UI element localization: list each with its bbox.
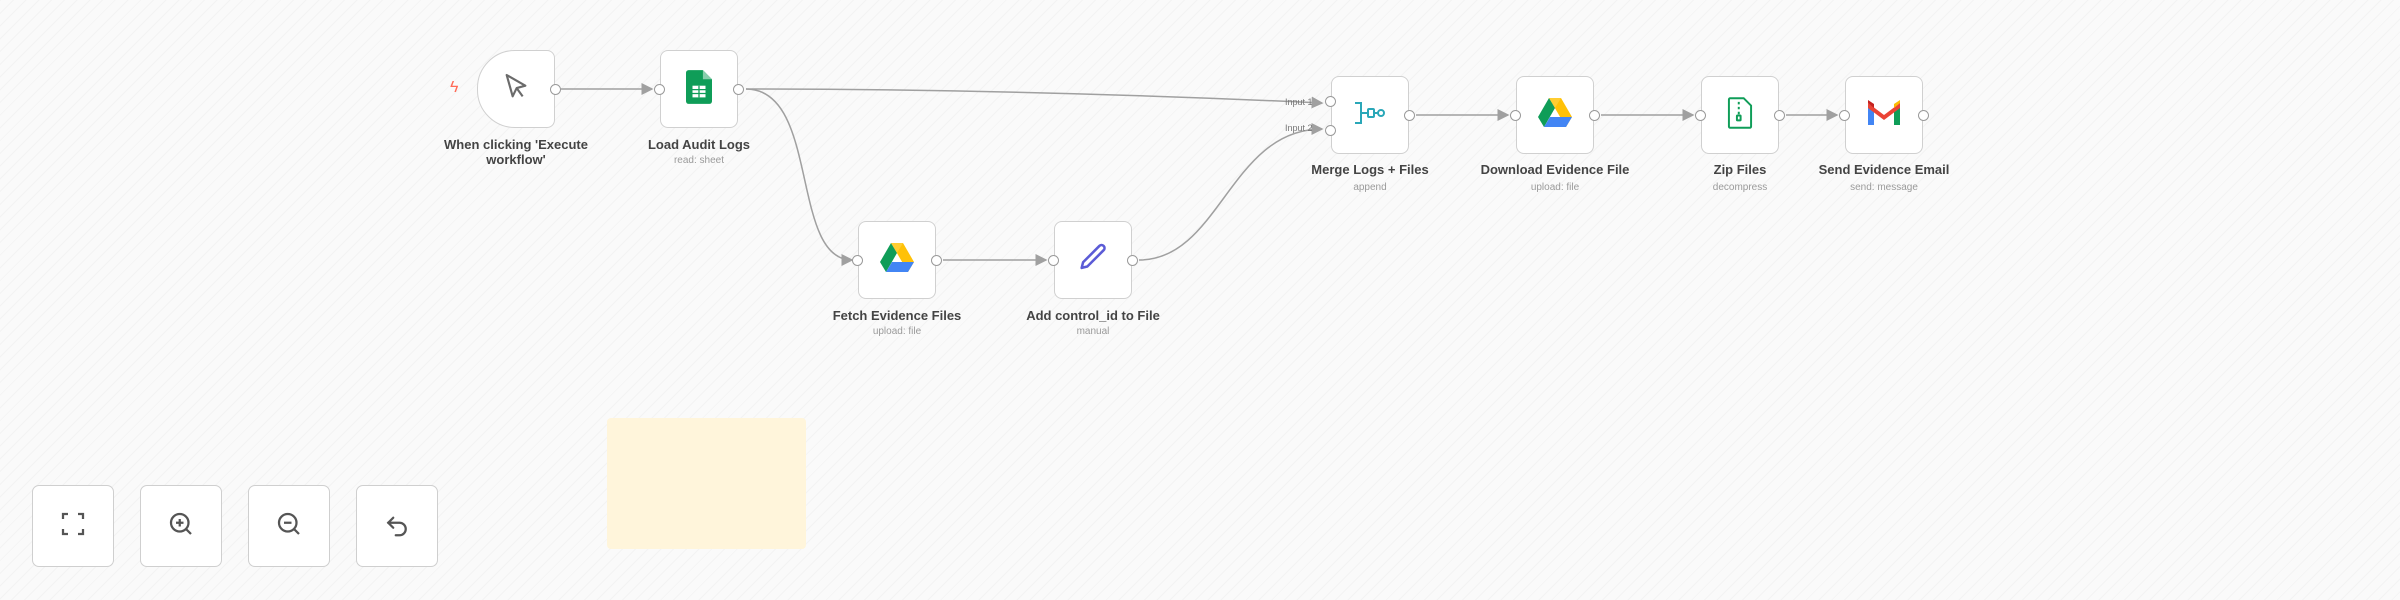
node-title: Merge Logs + Files xyxy=(1311,162,1429,177)
input-port[interactable] xyxy=(654,84,665,95)
node-title: Download Evidence File xyxy=(1480,162,1630,177)
node-title: Zip Files xyxy=(1713,162,1767,177)
node-load-audit-logs[interactable] xyxy=(654,50,744,128)
zip-file-icon xyxy=(1727,96,1753,134)
node-subtitle: append xyxy=(1353,182,1387,193)
node-trigger[interactable] xyxy=(477,50,561,128)
zoom-out-icon xyxy=(274,509,304,544)
node-merge-logs-files[interactable] xyxy=(1325,76,1415,154)
google-drive-icon xyxy=(1537,97,1573,134)
undo-icon xyxy=(382,509,412,544)
node-subtitle: upload: file xyxy=(872,326,922,337)
sticky-note[interactable] xyxy=(607,418,806,549)
zoom-in-button[interactable] xyxy=(140,485,222,567)
input-port[interactable] xyxy=(1695,110,1706,121)
output-port[interactable] xyxy=(1918,110,1929,121)
node-title: Fetch Evidence Files xyxy=(832,308,962,323)
node-add-control-id[interactable] xyxy=(1048,221,1138,299)
input-port[interactable] xyxy=(852,255,863,266)
node-title: Add control_id to File xyxy=(1026,308,1160,323)
input-port[interactable] xyxy=(1510,110,1521,121)
output-port[interactable] xyxy=(931,255,942,266)
zoom-out-button[interactable] xyxy=(248,485,330,567)
node-subtitle: send: message xyxy=(1850,182,1918,193)
node-title: Load Audit Logs xyxy=(647,137,751,152)
node-title: Send Evidence Email xyxy=(1818,162,1950,177)
node-subtitle: read: sheet xyxy=(673,155,725,166)
node-subtitle: manual xyxy=(1076,326,1110,337)
input-port[interactable] xyxy=(1839,110,1850,121)
input-port[interactable] xyxy=(1048,255,1059,266)
node-subtitle: upload: file xyxy=(1530,182,1580,193)
node-zip-files[interactable] xyxy=(1695,76,1785,154)
node-send-evidence-email[interactable] xyxy=(1839,76,1929,154)
cursor-icon xyxy=(500,71,532,108)
node-subtitle: decompress xyxy=(1712,182,1768,193)
input-port-1[interactable] xyxy=(1325,96,1336,107)
output-port[interactable] xyxy=(1127,255,1138,266)
connection-addctl-merge xyxy=(1138,123,1324,261)
merge-input-2-label: Input 2 xyxy=(1285,123,1313,133)
node-fetch-evidence-files[interactable] xyxy=(852,221,942,299)
gmail-icon xyxy=(1866,99,1902,132)
zoom-in-icon xyxy=(166,509,196,544)
input-port-2[interactable] xyxy=(1325,125,1336,136)
node-download-evidence-file[interactable] xyxy=(1510,76,1600,154)
output-port[interactable] xyxy=(550,84,561,95)
pencil-icon xyxy=(1076,241,1110,280)
merge-input-1-label: Input 1 xyxy=(1285,97,1313,107)
connection-load-fetch xyxy=(745,88,854,266)
connection-load-merge xyxy=(745,88,1324,109)
trigger-bolt-icon: ϟ xyxy=(450,79,459,96)
output-port[interactable] xyxy=(1404,110,1415,121)
google-sheets-icon xyxy=(686,69,712,109)
output-port[interactable] xyxy=(733,84,744,95)
fit-to-view-icon xyxy=(58,509,88,544)
node-title: When clicking 'Execute workflow' xyxy=(444,137,588,167)
google-drive-icon xyxy=(879,242,915,279)
reset-zoom-button[interactable] xyxy=(356,485,438,567)
fit-view-button[interactable] xyxy=(32,485,114,567)
output-port[interactable] xyxy=(1774,110,1785,121)
output-port[interactable] xyxy=(1589,110,1600,121)
merge-icon xyxy=(1353,98,1387,133)
